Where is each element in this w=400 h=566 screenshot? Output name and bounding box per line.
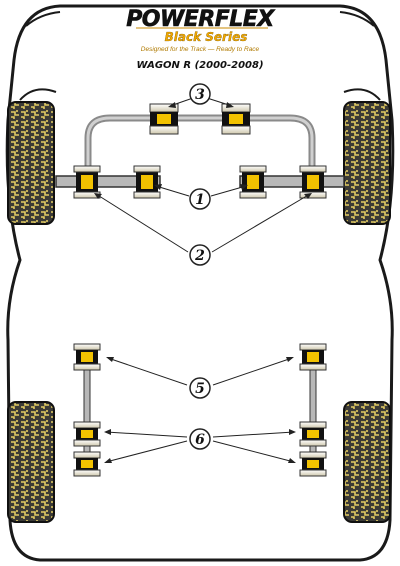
tyre-rear-left	[7, 401, 55, 523]
svg-text:Designed for the Track — Ready: Designed for the Track — Ready to Race	[141, 46, 260, 53]
bush-rear-mid-left	[73, 421, 101, 447]
tyre-front-right	[343, 101, 391, 225]
brand-logo: POWERFLEX	[126, 7, 276, 33]
brand-tagline: Designed for the Track — Ready to Race	[141, 46, 260, 53]
wheel-arch-front-right	[343, 88, 381, 101]
bush-arm-rear-left	[133, 165, 161, 199]
callout-2: 2	[189, 244, 211, 266]
svg-text:6: 6	[195, 432, 205, 448]
leader-arrowheads	[94, 102, 312, 463]
anti-roll-bar	[84, 114, 316, 176]
bush-rear-lower-right	[299, 451, 327, 477]
leader-lines	[95, 97, 311, 463]
bush-arb-mount-right	[221, 103, 251, 135]
svg-text:5: 5	[195, 381, 205, 397]
callout-5: 5	[189, 377, 211, 399]
bush-arm-front-right	[299, 165, 327, 199]
brand-series: Black Series	[164, 30, 248, 44]
bush-arm-rear-right	[239, 165, 267, 199]
tyre-rear-right	[343, 401, 391, 523]
bush-rear-mid-right	[299, 421, 327, 447]
bush-rear-lower-left	[73, 451, 101, 477]
svg-text:2: 2	[194, 248, 205, 264]
callout-6: 6	[189, 428, 211, 450]
svg-text:1: 1	[195, 192, 205, 208]
svg-text:WAGON R (2000-2008): WAGON R (2000-2008)	[136, 60, 263, 71]
wheel-arch-front-left	[19, 88, 57, 101]
bush-arb-mount-left	[149, 103, 179, 135]
bush-rear-upper-right	[299, 343, 327, 371]
model-title: WAGON R (2000-2008)	[136, 60, 263, 71]
callout-1: 1	[189, 188, 211, 210]
tyre-front-left	[7, 101, 55, 225]
bush-rear-upper-left	[73, 343, 101, 371]
bonnet-curve-right	[339, 11, 375, 27]
svg-text:Black Series: Black Series	[165, 30, 248, 44]
front-arm-right	[239, 175, 345, 188]
callout-3: 3	[189, 83, 211, 105]
front-arm-left	[55, 175, 161, 188]
svg-text:3: 3	[195, 87, 205, 103]
bush-arm-front-left	[73, 165, 101, 199]
bonnet-curve-left	[25, 11, 61, 27]
